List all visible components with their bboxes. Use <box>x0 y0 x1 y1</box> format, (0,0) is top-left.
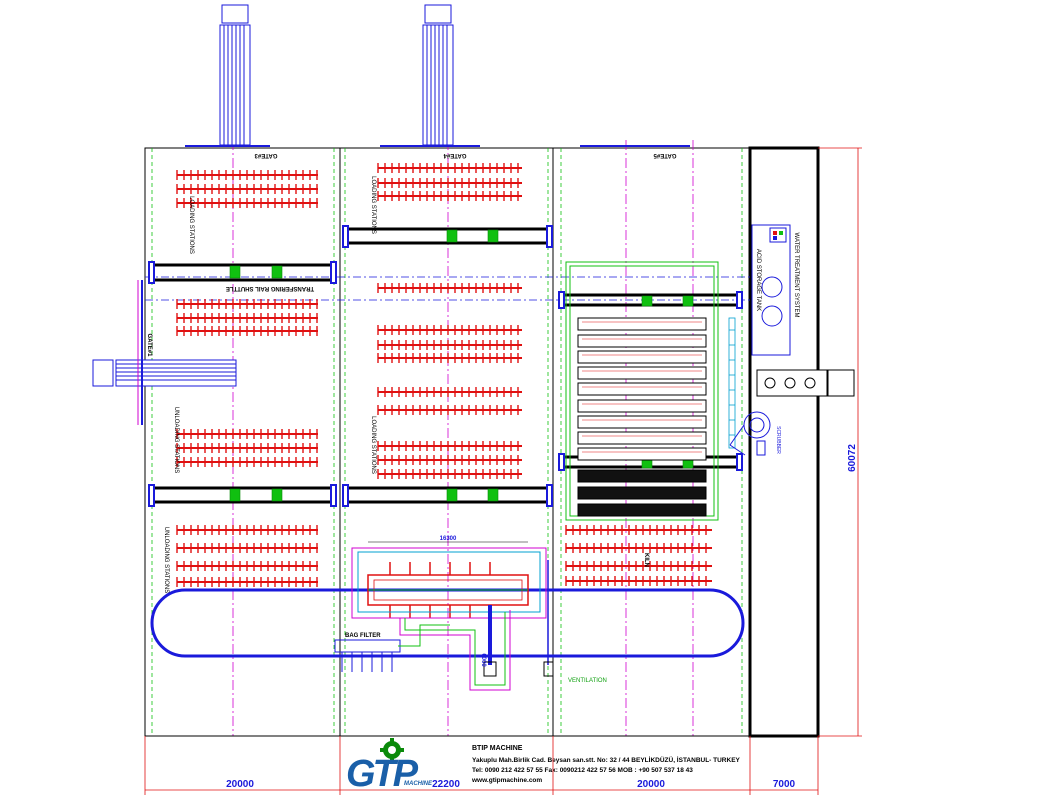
scrubber <box>729 411 771 456</box>
right-dimension-line <box>818 147 862 737</box>
gate-5-label: GATE#5 <box>653 152 677 158</box>
logo-gear-icon <box>380 738 404 762</box>
dim-bottom-4: 7000 <box>773 779 796 790</box>
rack-row <box>176 577 318 587</box>
rack-row <box>176 313 318 323</box>
gate-1-label: GATE#1 <box>146 334 152 358</box>
rack-row <box>176 198 318 208</box>
water-treatment-system <box>751 224 791 356</box>
company-name: BTIP MACHINE <box>472 745 523 752</box>
tank <box>577 503 707 517</box>
rack-row <box>176 457 318 467</box>
kiln <box>367 574 529 606</box>
tank <box>577 486 707 500</box>
tank <box>577 399 707 413</box>
rack-row <box>377 455 522 465</box>
rack-row <box>565 543 712 553</box>
rack-row <box>377 191 522 201</box>
rack-row <box>176 525 318 535</box>
rail-axis-lines <box>145 276 750 301</box>
loading-stations-label-1: LOADING STATIONS <box>188 196 194 254</box>
rack-row <box>377 340 522 350</box>
ventilation-label: VENTILATION <box>568 678 607 684</box>
unloading-stations-label-1: UNLOADING STATIONS <box>173 407 179 473</box>
tank <box>577 415 707 429</box>
rack-row <box>176 326 318 336</box>
dim-stack: 6000 <box>480 653 486 667</box>
tank <box>577 469 707 483</box>
company-address: Yakuplu Mah.Birlik Cad. Beysan san.stt. … <box>472 755 741 764</box>
gate-openings <box>141 145 690 425</box>
company-web: www.gtipmachine.com <box>471 777 542 784</box>
rail-shuttle-ends <box>148 225 743 507</box>
rack-row <box>377 163 522 173</box>
dim-furnace: 16300 <box>440 536 457 542</box>
tank <box>577 447 707 461</box>
rack-row <box>176 299 318 309</box>
rack-row <box>377 178 522 188</box>
logo-text: GTP <box>346 753 419 795</box>
rack-row <box>176 429 318 439</box>
rack-rows-middle <box>377 163 522 479</box>
rack-rows-left <box>176 170 318 587</box>
rack-row <box>377 405 522 415</box>
kiln-piping <box>351 547 554 691</box>
rack-row <box>377 441 522 451</box>
transfering-rail-label: TRANSFERING RAIL SHUTTLE <box>226 285 314 291</box>
rack-row <box>565 576 712 586</box>
rack-row <box>377 469 522 479</box>
bag-filter-label: BAG FILTER <box>345 633 381 639</box>
kiln-label: KILN <box>643 553 649 567</box>
truck-right <box>756 369 855 397</box>
loading-stations-label-3: LOADING STATIONS <box>370 416 376 474</box>
shuttle-carriages <box>229 229 694 502</box>
dim-bottom-2: 22200 <box>432 779 460 790</box>
tank <box>577 366 707 380</box>
acid-storage-label: ACID STORAGE TANK <box>755 249 761 311</box>
tank <box>577 350 707 364</box>
bottom-dimension-lines <box>144 736 819 795</box>
company-logo: GTP MACHINE <box>346 738 433 795</box>
gate-4-label: GATE#4 <box>443 152 467 158</box>
truck-top-1 <box>219 4 251 146</box>
dim-bottom-1: 20000 <box>226 779 254 790</box>
scrubber-label: SCRUBBER <box>775 426 781 454</box>
gate-3-label: GATE#3 <box>254 152 278 158</box>
rack-row <box>176 561 318 571</box>
logo-subtitle: MACHINE <box>404 781 433 787</box>
water-treatment-label: WATER TREATMENT SYSTEM <box>793 232 799 317</box>
rack-row <box>565 525 712 535</box>
dim-bottom-3: 20000 <box>637 779 665 790</box>
rack-row <box>176 184 318 194</box>
truck-left <box>92 359 237 387</box>
tank <box>577 317 707 331</box>
monorail-loop <box>150 588 745 658</box>
tank <box>577 431 707 445</box>
tank <box>577 382 707 396</box>
unloading-stations-label-2: UNLOADING STATIONS <box>163 527 169 593</box>
company-contact: Tel: 0090 212 422 57 55 Fax: 0090212 422… <box>472 767 693 774</box>
rack-row <box>377 387 522 397</box>
pickling-tanks <box>577 317 707 517</box>
dim-right: 60072 <box>847 444 858 472</box>
tank <box>577 334 707 348</box>
rack-row <box>377 283 522 293</box>
rack-row <box>377 353 522 363</box>
truck-top-2 <box>422 4 454 146</box>
rack-row <box>176 543 318 553</box>
bag-filter <box>334 624 450 672</box>
loading-stations-label-2: LOADING STATIONS <box>370 176 376 234</box>
rack-row <box>377 325 522 335</box>
building-outline <box>144 146 820 738</box>
rack-row <box>565 561 712 571</box>
cyan-conveyor <box>728 317 736 449</box>
rack-row <box>176 170 318 180</box>
rack-row <box>176 443 318 453</box>
rack-rows-right <box>565 525 712 586</box>
